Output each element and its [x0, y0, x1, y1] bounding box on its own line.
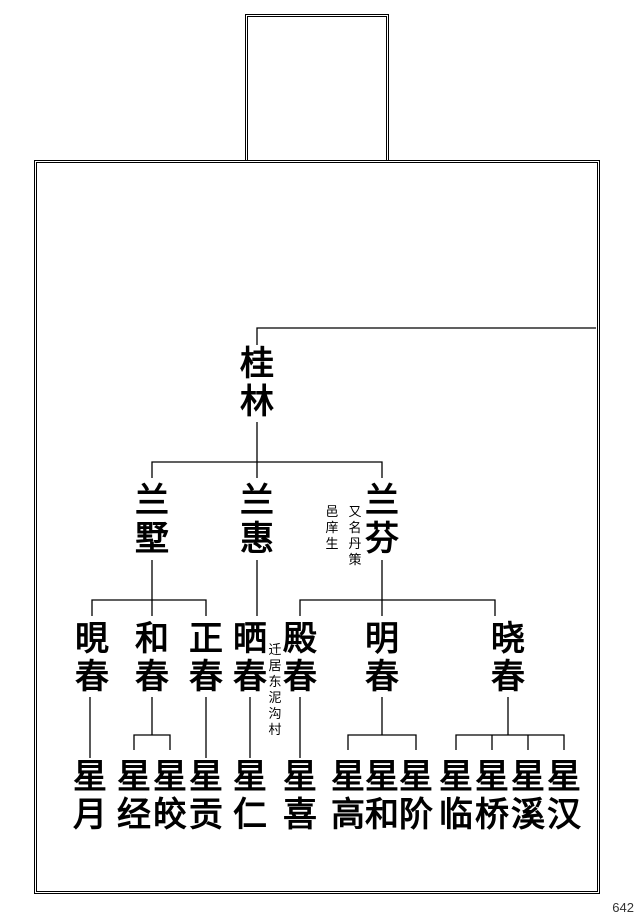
node-gen4: 星皎 — [153, 757, 187, 835]
node-gen4: 星和 — [365, 757, 399, 835]
node-gen3: 正春 — [189, 619, 223, 697]
note-title: 邑庠生 — [325, 505, 339, 552]
node-gen4: 星临 — [439, 757, 473, 835]
node-gen4: 星阶 — [399, 757, 433, 835]
node-gen3: 晓春 — [491, 619, 525, 697]
node-gen4: 星汉 — [547, 757, 581, 835]
node-gen4: 星经 — [117, 757, 151, 835]
node-gen3: 和春 — [135, 619, 169, 697]
node-gen3: 殿春 — [283, 619, 317, 697]
node-gen4: 星喜 — [283, 757, 317, 835]
node-gen4: 星高 — [331, 757, 365, 835]
node-gen3: 晒春 — [233, 619, 267, 697]
top-frame — [245, 14, 389, 164]
note-move: 迁居东泥沟村 — [268, 643, 282, 738]
node-root: 桂林 — [240, 344, 274, 422]
node-gen4: 星桥 — [475, 757, 509, 835]
main-frame — [34, 160, 600, 894]
node-gen4: 星月 — [73, 757, 107, 835]
node-gen2: 兰芬 — [365, 481, 399, 559]
page-number: 642 — [612, 900, 634, 915]
node-gen2: 兰墅 — [135, 481, 169, 559]
node-gen2: 兰惠 — [240, 481, 274, 559]
node-gen3: 明春 — [365, 619, 399, 697]
node-gen4: 星溪 — [511, 757, 545, 835]
note-alias: 又名丹策 — [348, 505, 362, 568]
node-gen3: 晛春 — [75, 619, 109, 697]
node-gen4: 星仁 — [233, 757, 267, 835]
node-gen4: 星贡 — [189, 757, 223, 835]
